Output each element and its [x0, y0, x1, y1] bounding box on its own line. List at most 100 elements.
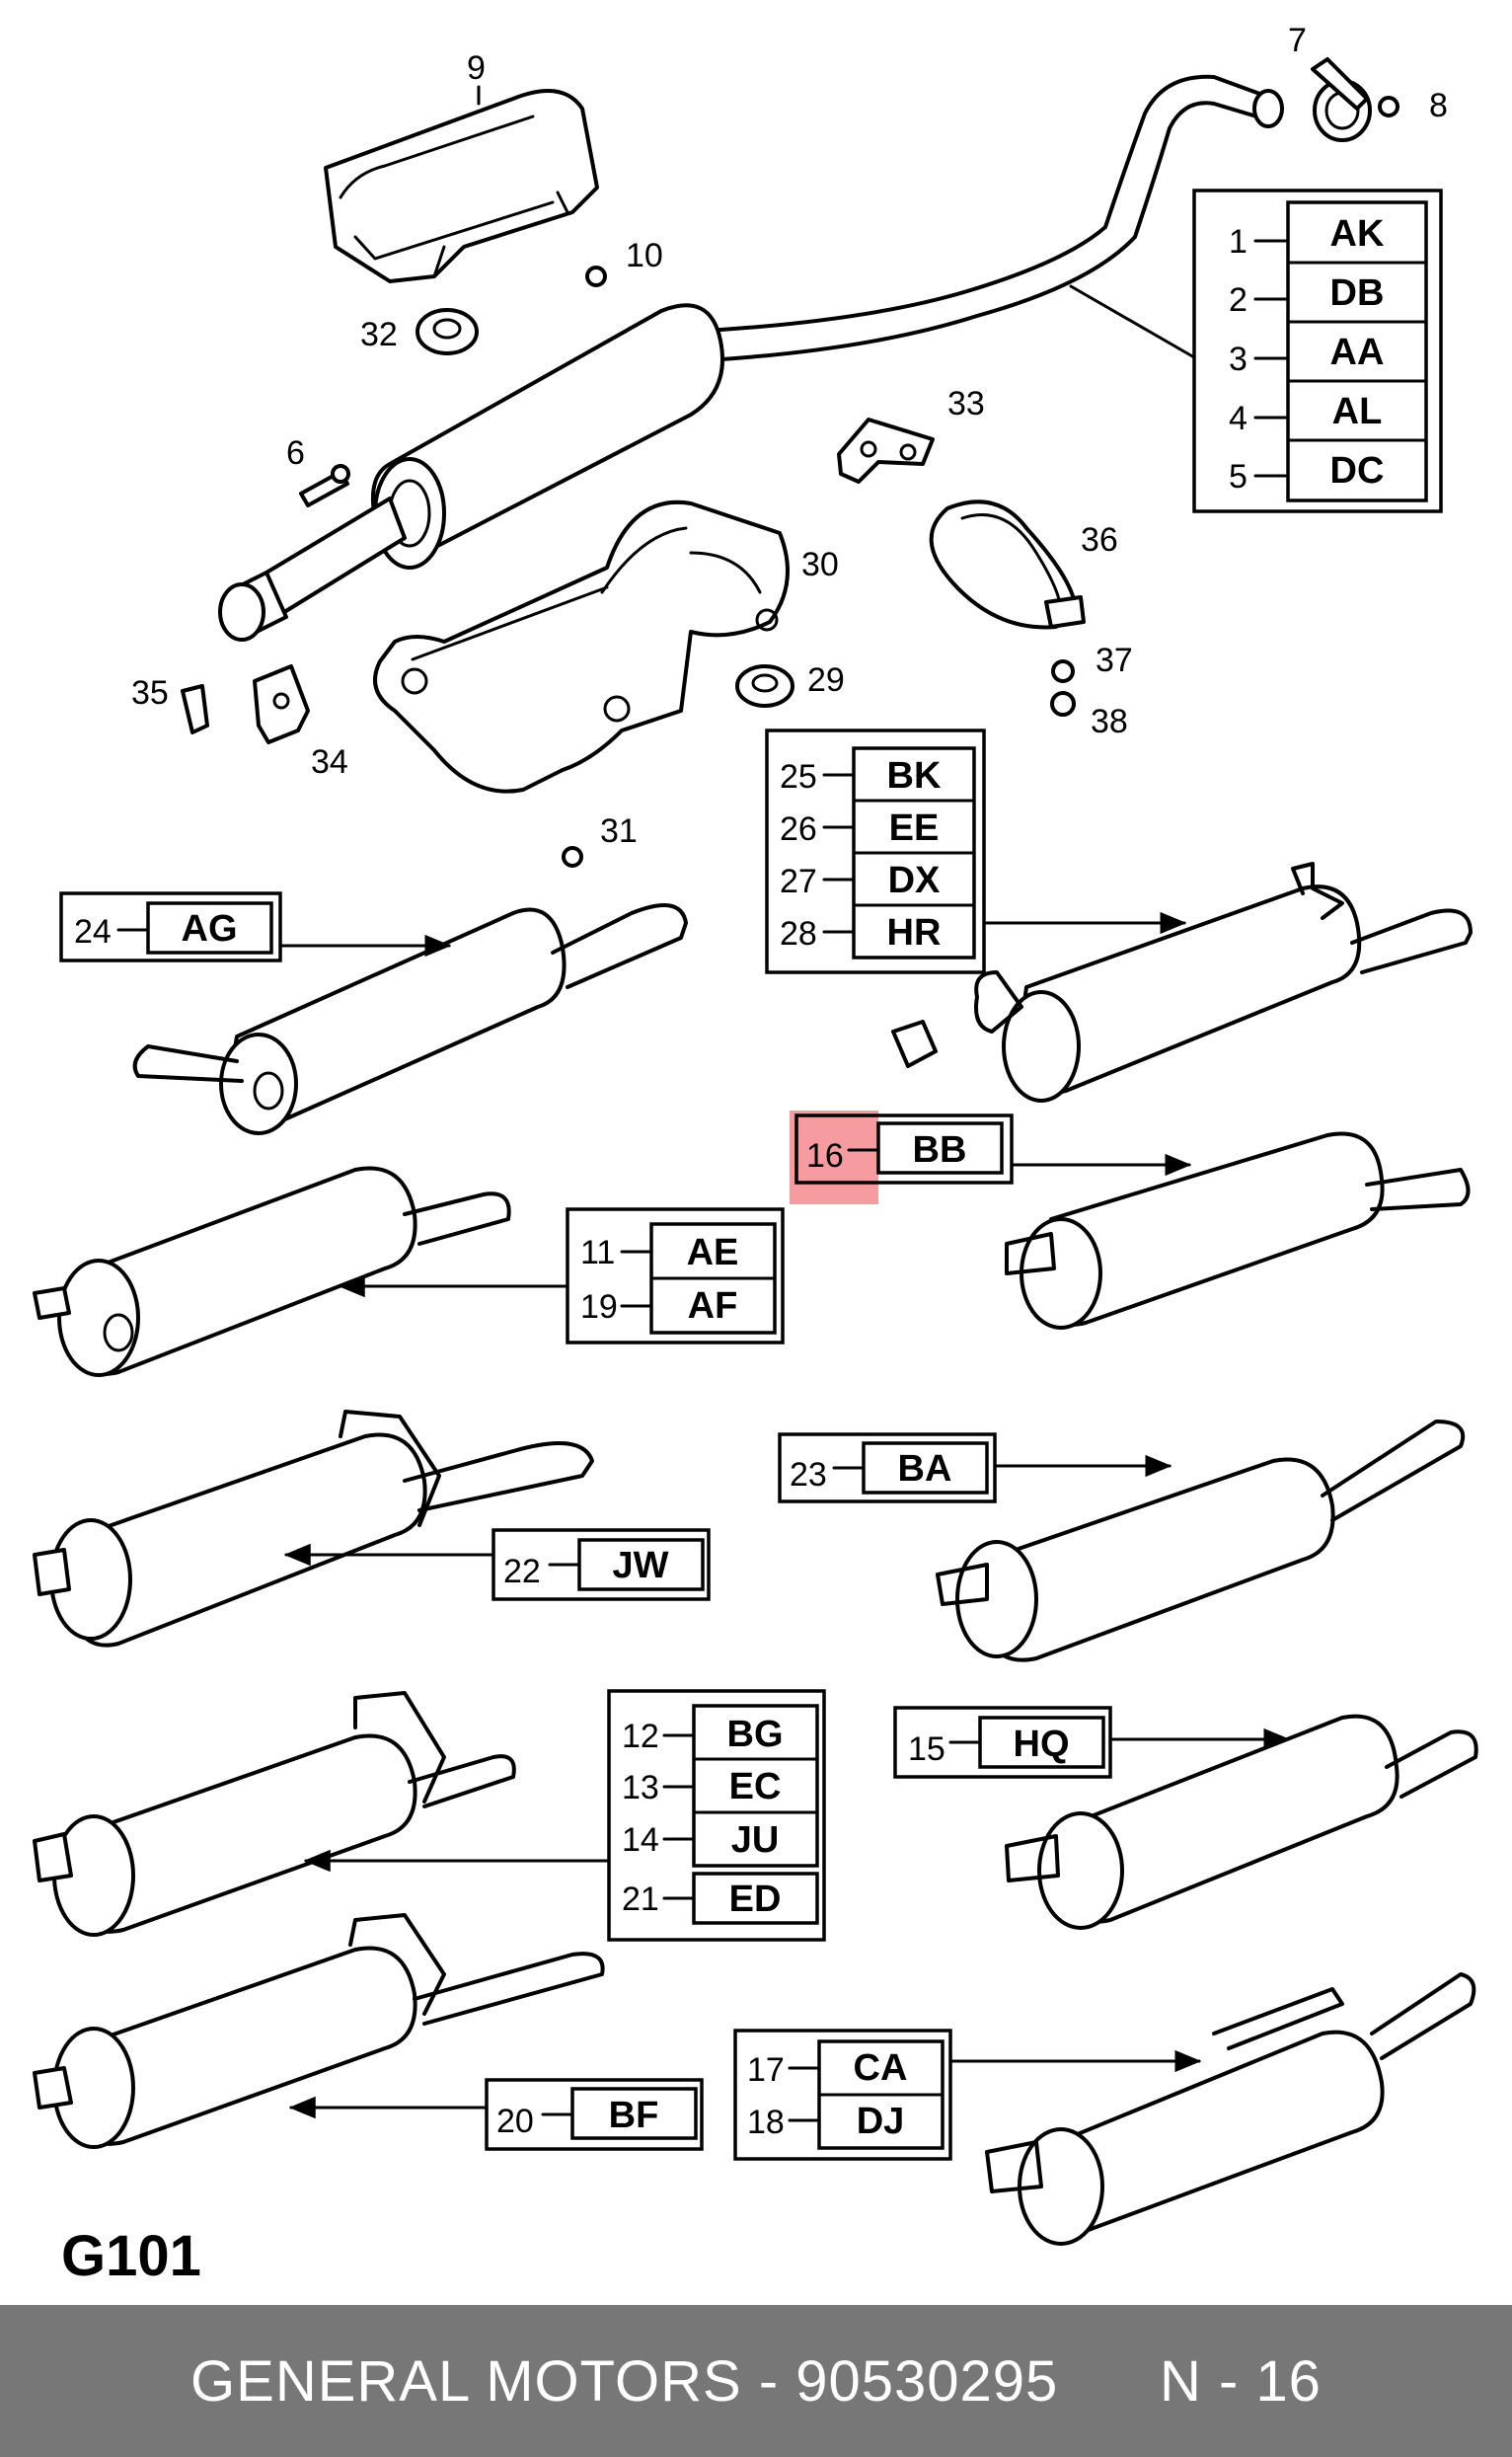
- callout-23: 23: [790, 1456, 827, 1494]
- code-jw: JW: [613, 1545, 669, 1586]
- nut-part-8: [1378, 96, 1399, 117]
- code-box-22: 22 JW: [491, 1528, 711, 1601]
- muffler-variant-17-18: [985, 1972, 1476, 2246]
- callout-30: 30: [801, 546, 839, 583]
- code-al: AL: [1332, 391, 1383, 432]
- code-box-20: 20 BF: [485, 2078, 704, 2151]
- callout-9: 9: [467, 49, 486, 87]
- muffler-variant-15: [1005, 1714, 1478, 1930]
- gasket-part-30: [373, 499, 790, 794]
- code-db: DB: [1330, 272, 1385, 314]
- code-table-11-19: 11 19 AE AF: [566, 1207, 785, 1344]
- callout-5: 5: [1229, 458, 1247, 496]
- code-bf: BF: [609, 2095, 659, 2136]
- callout-7: 7: [1288, 22, 1307, 59]
- footer-text: GENERAL MOTORS - 90530295 N - 16: [190, 2348, 1322, 2415]
- code-box-16[interactable]: 16 BB: [794, 1113, 1014, 1185]
- code-ec: EC: [729, 1766, 782, 1807]
- code-bk: BK: [887, 755, 942, 797]
- footer-brand: GENERAL MOTORS: [190, 2348, 742, 2414]
- muffler-variant-25-28: [891, 862, 1473, 1103]
- callout-34: 34: [311, 743, 348, 781]
- callout-27: 27: [780, 863, 817, 900]
- code-ee: EE: [889, 807, 940, 849]
- nut-part-10: [585, 266, 607, 287]
- callout-10: 10: [626, 237, 663, 274]
- callout-20: 20: [496, 2103, 534, 2140]
- callout-3: 3: [1229, 341, 1247, 378]
- callout-28: 28: [780, 915, 817, 953]
- callout-4: 4: [1229, 400, 1247, 437]
- callout-17: 17: [747, 2051, 785, 2089]
- code-ca: CA: [854, 2047, 908, 2089]
- callout-19: 19: [580, 1288, 618, 1326]
- nut-part-38: [1050, 691, 1076, 717]
- callout-38: 38: [1091, 703, 1128, 740]
- nut-part-31: [562, 846, 583, 868]
- callout-37: 37: [1096, 642, 1133, 679]
- code-af: AF: [688, 1285, 738, 1327]
- callout-8: 8: [1429, 87, 1448, 124]
- bolt-part-6: [299, 464, 350, 507]
- rubber-hanger-part-34: [253, 664, 310, 744]
- callout-12: 12: [622, 1718, 659, 1755]
- muffler-variant-23: [936, 1420, 1466, 1662]
- code-ag: AG: [182, 908, 238, 950]
- code-ba: BA: [898, 1448, 952, 1490]
- muffler-variant-22: [33, 1410, 594, 1648]
- code-bb: BB: [913, 1129, 967, 1171]
- muffler-variant-20: [33, 1913, 605, 2149]
- muffler-variant-12-14-21: [33, 1691, 516, 1937]
- flange-nut-part-29: [735, 664, 794, 708]
- code-ju: JU: [731, 1819, 780, 1861]
- muffler-variant-16: [1005, 1131, 1471, 1330]
- code-bg: BG: [727, 1714, 784, 1755]
- code-dc: DC: [1330, 450, 1385, 492]
- code-ed: ED: [729, 1879, 782, 1920]
- code-dx: DX: [888, 860, 941, 901]
- callout-18: 18: [747, 2104, 785, 2141]
- footer-position: N - 16: [1160, 2348, 1322, 2414]
- code-dj: DJ: [857, 2101, 905, 2142]
- muffler-variant-24: [132, 903, 688, 1135]
- exhaust-system-diagram: 9 10 32 6 30 35 34 29 31 33 36 37 38 7 8…: [33, 22, 1478, 2288]
- callout-16: 16: [806, 1137, 844, 1175]
- clamp-part-7: [1311, 57, 1372, 142]
- callout-1: 1: [1229, 223, 1247, 261]
- flange-nut-part-32: [416, 308, 479, 355]
- callout-13: 13: [622, 1769, 659, 1806]
- callout-22: 22: [503, 1553, 541, 1590]
- footer-part-number: 90530295: [795, 2348, 1059, 2414]
- clip-part-35: [181, 684, 209, 734]
- front-muffler-pipe-assembly: [218, 74, 1284, 642]
- callout-14: 14: [622, 1821, 659, 1859]
- diagram-id: G101: [61, 2224, 201, 2288]
- washer-part-37: [1051, 659, 1075, 683]
- code-table-17-18: 17 18 CA DJ: [733, 2029, 952, 2161]
- code-box-15: 15 HQ: [893, 1706, 1112, 1779]
- code-table-25-28: 25 26 27 28 BK EE DX HR: [765, 729, 986, 974]
- callout-2: 2: [1229, 281, 1247, 319]
- strap-clamp-part-36: [929, 499, 1086, 630]
- code-table-1-5: 1 2 3 4 5 AK DB AA AL DC: [1192, 189, 1443, 513]
- callout-31: 31: [600, 812, 638, 850]
- code-hq: HQ: [1014, 1724, 1070, 1765]
- callout-11: 11: [580, 1234, 615, 1271]
- code-box-24: 24 AG: [59, 891, 282, 962]
- footer-bar: GENERAL MOTORS - 90530295 N - 16: [0, 2305, 1512, 2457]
- code-aa: AA: [1330, 332, 1385, 373]
- code-hr: HR: [887, 912, 942, 954]
- callout-35: 35: [131, 674, 169, 712]
- muffler-variant-11-19: [33, 1166, 511, 1377]
- callout-6: 6: [286, 434, 305, 472]
- callout-26: 26: [780, 810, 817, 848]
- code-table-12-14-21: 12 13 14 21 BG EC JU ED: [607, 1689, 826, 1942]
- callout-33: 33: [947, 385, 985, 422]
- code-box-23: 23 BA: [778, 1432, 997, 1503]
- callout-24: 24: [74, 913, 112, 951]
- heat-shield-part-9: [324, 89, 599, 283]
- callout-15: 15: [908, 1730, 945, 1768]
- callout-36: 36: [1081, 521, 1118, 559]
- highlight-marker: [790, 1111, 878, 1204]
- footer-separator: -: [741, 2348, 796, 2414]
